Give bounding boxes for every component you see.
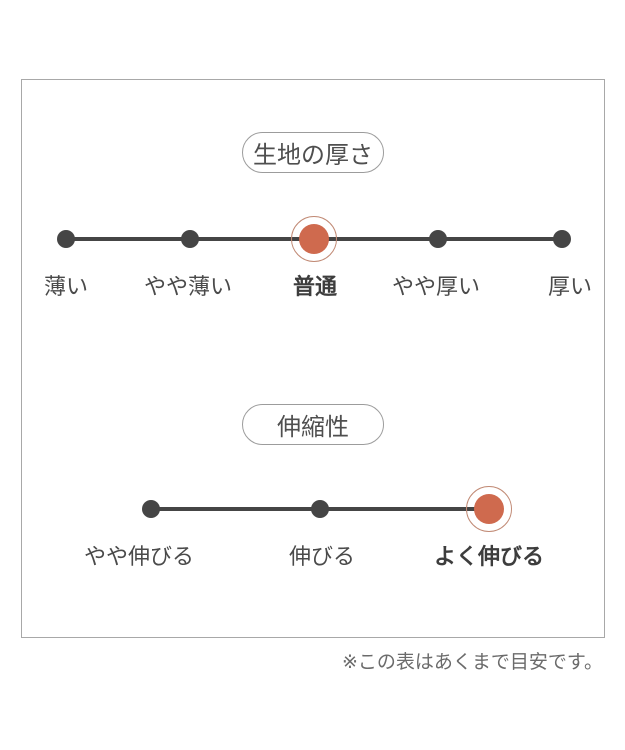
stretch-scale-track [142, 486, 512, 532]
stretch-scale-labels: やや伸びる 伸びる よく伸びる [22, 544, 604, 576]
stretch-title-pill: 伸縮性 [242, 404, 384, 445]
thickness-scale-labels: 薄い やや薄い 普通 やや厚い 厚い [22, 274, 604, 306]
stretch-title: 伸縮性 [277, 414, 349, 441]
selected-marker-ring-icon [291, 216, 337, 262]
selected-marker-ring-icon [466, 486, 512, 532]
thickness-title: 生地の厚さ [253, 142, 373, 169]
thickness-label-1: 薄い [43, 274, 89, 299]
stretch-dot-2 [311, 500, 329, 518]
thickness-title-pill: 生地の厚さ [242, 132, 384, 173]
thickness-label-2: やや薄い [143, 274, 233, 299]
thickness-dot-4 [429, 230, 447, 248]
thickness-label-3: 普通 [292, 274, 338, 299]
disclaimer-note: ※この表はあくまで目安です。 [341, 652, 603, 673]
thickness-dot-2 [181, 230, 199, 248]
thickness-scale-track [57, 216, 571, 262]
thickness-label-4: やや厚い [391, 274, 481, 299]
thickness-dot-5 [553, 230, 571, 248]
stretch-label-3: よく伸びる [433, 544, 545, 569]
thickness-dot-1 [57, 230, 75, 248]
stretch-dot-3 [466, 486, 512, 532]
thickness-dot-3 [291, 216, 337, 262]
spec-guide-panel: 生地の厚さ 薄い やや薄い 普通 やや厚い 厚い 伸縮性 やや伸びる 伸びる よ… [21, 79, 605, 638]
stretch-dot-1 [142, 500, 160, 518]
thickness-label-5: 厚い [547, 274, 593, 299]
stretch-label-1: やや伸びる [83, 544, 195, 569]
stretch-label-2: 伸びる [288, 544, 356, 569]
